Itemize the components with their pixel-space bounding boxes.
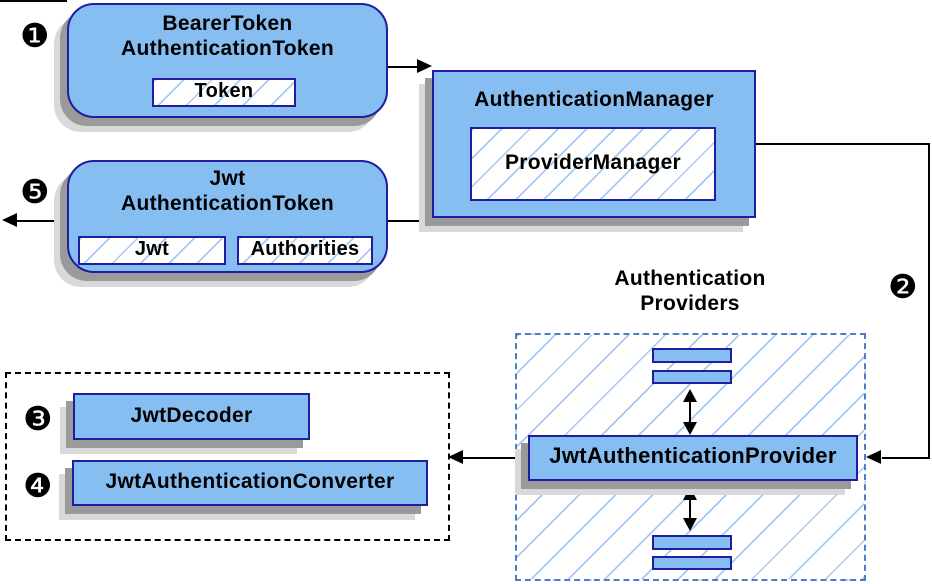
token-chip — [152, 78, 296, 107]
arrowhead-up-icon — [683, 389, 697, 402]
provider-manager-label: ProviderManager — [504, 151, 682, 174]
jwt-chip — [78, 236, 226, 265]
caption-line2: Providers — [640, 292, 740, 315]
jwt-token-title-line2: AuthenticationToken — [121, 192, 334, 215]
outgoing-result-line — [14, 220, 67, 222]
step-4-badge: ❹ — [23, 466, 53, 505]
generic-provider-bar — [652, 348, 732, 363]
step-3-badge: ❸ — [23, 399, 53, 438]
jwt-authentication-provider-box — [528, 435, 858, 481]
caption-line1: Authentication — [614, 267, 766, 290]
arrowhead-down-icon — [683, 518, 697, 531]
generic-provider-bar — [652, 370, 732, 384]
arrowhead-left-icon — [448, 450, 463, 464]
manager-to-provider-connector-top — [756, 143, 930, 145]
jwt-authentication-converter-label: JwtAuthenticationConverter — [105, 470, 395, 493]
incoming-request-line — [0, 0, 67, 2]
jwt-token-title-line1: Jwt — [209, 167, 246, 190]
step-5-badge: ❺ — [20, 172, 50, 211]
authorities-chip-label: Authorities — [250, 238, 360, 260]
double-arrow-bottom — [683, 487, 697, 531]
jwt-authentication-provider-label: JwtAuthenticationProvider — [549, 443, 837, 468]
jwt-chip-label: Jwt — [134, 238, 170, 260]
generic-provider-bar — [652, 556, 732, 570]
bearer-token-title-line1: BearerToken — [162, 12, 293, 35]
arrowhead-right-icon — [417, 59, 432, 73]
manager-to-provider-connector-vertical — [928, 143, 930, 459]
jwt-decoder-box — [73, 393, 310, 440]
generic-provider-bar — [652, 535, 732, 550]
step-2-badge: ❷ — [888, 267, 918, 306]
arrowhead-down-icon — [683, 422, 697, 435]
arrowhead-up-icon — [683, 487, 697, 500]
provider-manager-box — [470, 127, 716, 201]
jwt-authentication-converter-box — [72, 460, 428, 506]
token-chip-label: Token — [194, 80, 254, 102]
jwt-token-title: Jwt AuthenticationToken — [67, 166, 388, 216]
bearer-token-title: BearerToken AuthenticationToken — [67, 11, 388, 61]
jwt-decoder-label: JwtDecoder — [130, 404, 253, 427]
authentication-providers-caption: Authentication Providers — [590, 266, 790, 316]
arrowhead-left-icon — [2, 213, 17, 227]
authentication-manager-title: AuthenticationManager — [474, 88, 714, 111]
arrow-provider-to-decoder-line — [462, 457, 528, 459]
manager-to-jwt-token-return-line — [386, 220, 434, 222]
arrowhead-left-icon — [866, 450, 881, 464]
authorities-chip — [237, 236, 373, 265]
double-arrow-top — [683, 389, 697, 435]
step-1-badge: ❶ — [20, 16, 50, 55]
arrow-into-provider-line — [882, 457, 930, 459]
arrow-bearer-to-manager-line — [388, 66, 419, 68]
bearer-token-title-line2: AuthenticationToken — [121, 37, 334, 60]
